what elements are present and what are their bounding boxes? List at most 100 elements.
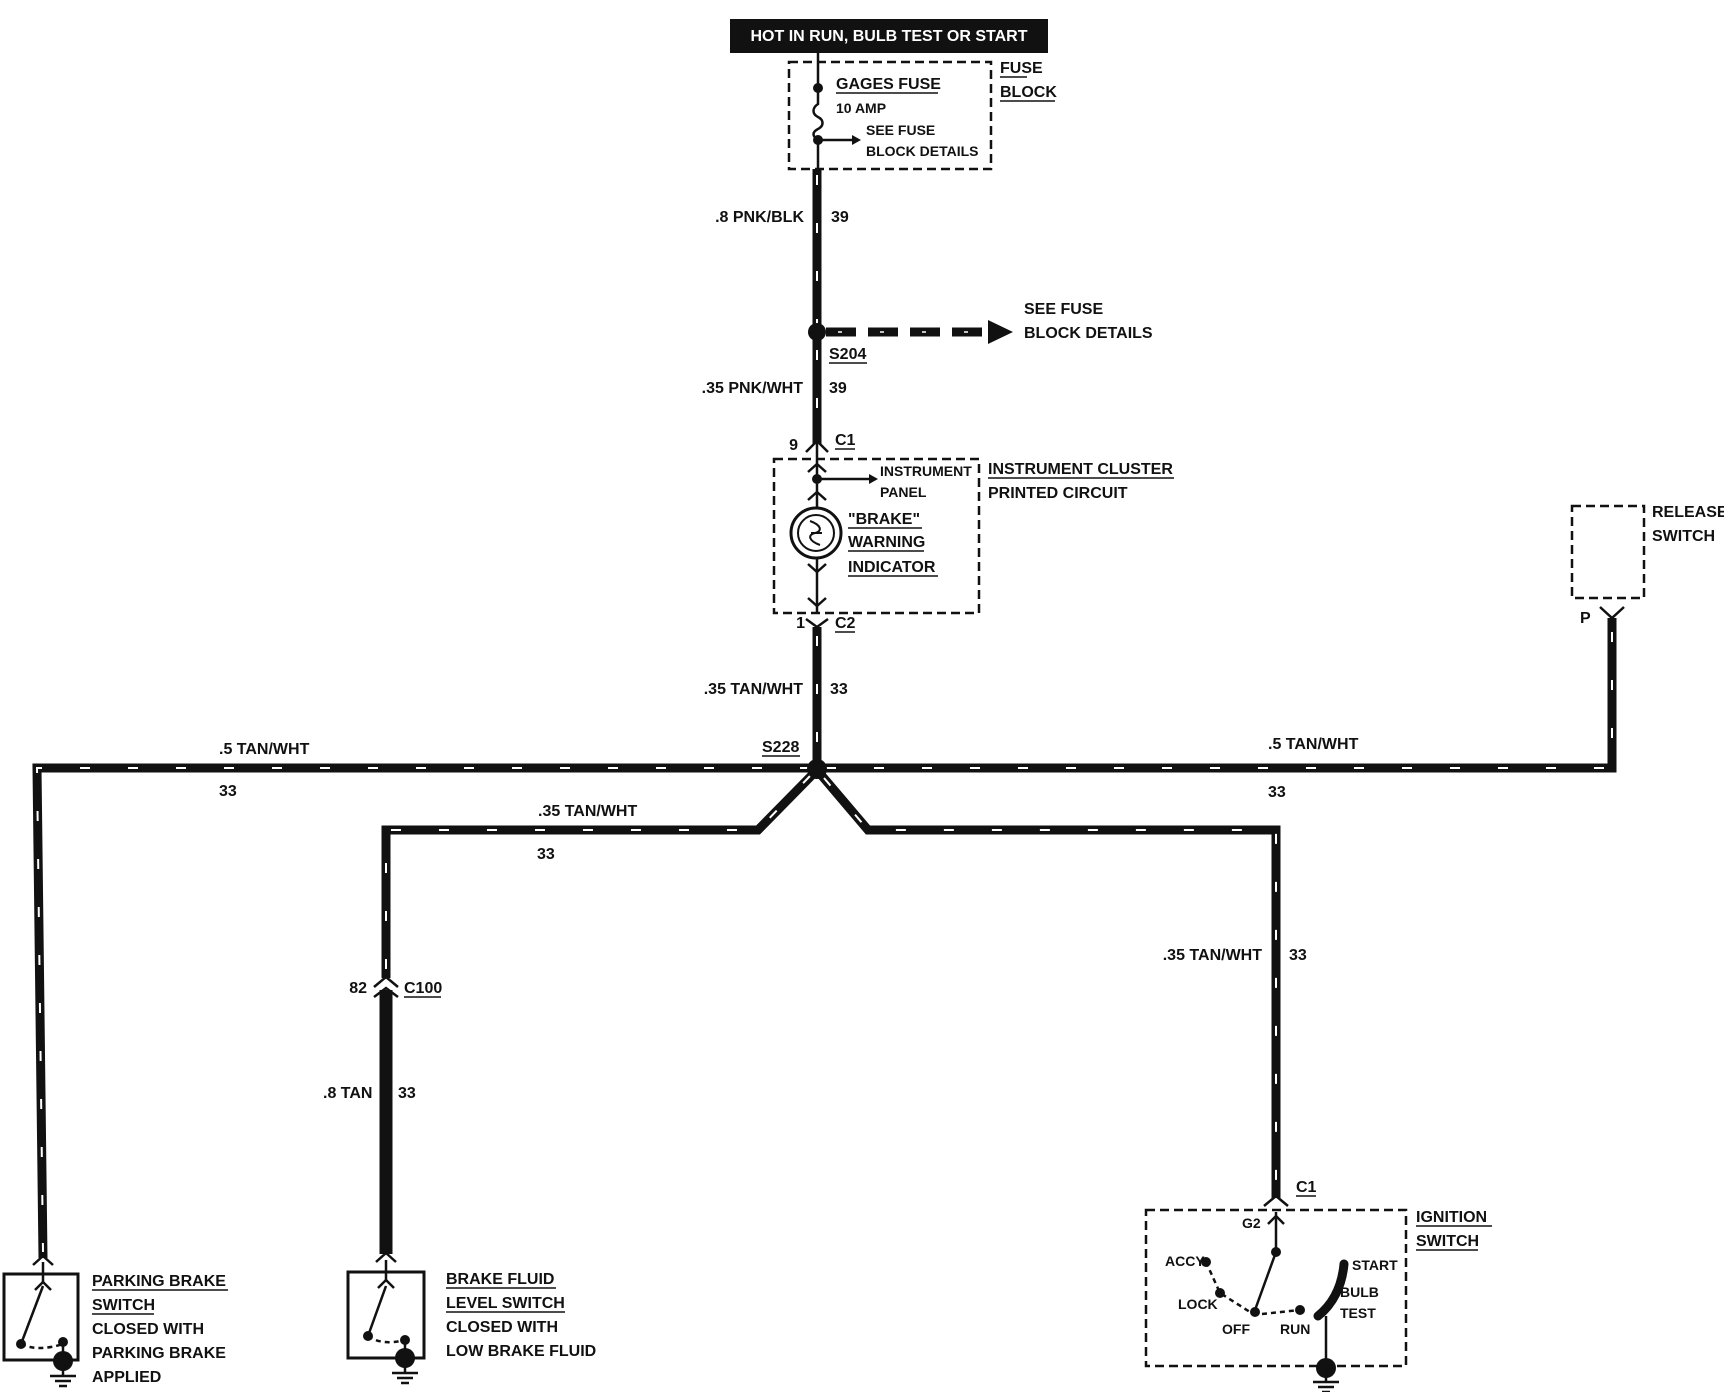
ignition-bulb-label: BULB bbox=[1340, 1284, 1379, 1300]
cluster-panel-arrowhead bbox=[869, 474, 878, 484]
wire-tan-solid-circuit: 33 bbox=[398, 1085, 416, 1102]
release-switch-box bbox=[1570, 504, 1646, 600]
release-switch-label-1: RELEASE bbox=[1652, 504, 1724, 521]
instrument-panel-label-1: INSTRUMENT bbox=[880, 463, 972, 479]
fuse-block-box bbox=[787, 60, 993, 171]
ignition-test-label: TEST bbox=[1340, 1305, 1376, 1321]
brake-indicator-label-1: "BRAKE" bbox=[848, 511, 920, 528]
cluster-inner-chevron-2 bbox=[807, 490, 827, 501]
c100-connector-symbol-top bbox=[373, 975, 399, 988]
c2-connector-symbol bbox=[805, 617, 829, 629]
ignition-switch-box bbox=[1144, 1208, 1408, 1368]
wire-tan-solid-gauge: .8 TAN bbox=[323, 1085, 372, 1102]
ignition-switch-blade bbox=[1253, 1251, 1278, 1311]
parking-connector-symbol bbox=[32, 1254, 54, 1266]
parking-brake-label-4: PARKING BRAKE bbox=[92, 1345, 226, 1362]
brake-fluid-label-2: LEVEL SWITCH bbox=[446, 1295, 565, 1312]
brake-fluid-switch-box bbox=[346, 1270, 426, 1360]
wire-mid-left-gauge: .35 TAN/WHT bbox=[538, 803, 637, 820]
wire-left-circuit: 33 bbox=[219, 783, 237, 800]
s204-detail-arrow bbox=[826, 320, 1013, 344]
splice-s228 bbox=[807, 759, 827, 779]
c100-pin-label: 82 bbox=[349, 980, 367, 997]
header-label: HOT IN RUN, BULB TEST OR START bbox=[750, 28, 1027, 45]
c2-pin-label: 1 bbox=[796, 615, 805, 632]
ignition-accy-lock-dash bbox=[1204, 1261, 1251, 1314]
ignition-off-run-dash bbox=[1261, 1308, 1301, 1316]
cluster-inner-chevron-4 bbox=[807, 597, 827, 608]
parking-brake-label-5: APPLIED bbox=[92, 1369, 161, 1386]
header-box bbox=[730, 19, 1048, 53]
ignition-common-dot bbox=[1250, 1307, 1260, 1317]
release-switch-label-2: SWITCH bbox=[1652, 528, 1715, 545]
wire-left-gauge: .5 TAN/WHT bbox=[219, 741, 310, 758]
brake-indicator-label-2: WARNING bbox=[848, 534, 925, 551]
ignition-start-label: START bbox=[1352, 1257, 1398, 1273]
ignition-start-contact bbox=[1313, 1259, 1349, 1321]
wire-right-release bbox=[817, 618, 1617, 773]
ignition-off-label: OFF bbox=[1222, 1321, 1250, 1337]
ignition-pin-label: G2 bbox=[1242, 1215, 1261, 1231]
c1-pin-label: 9 bbox=[789, 437, 798, 454]
fluid-switch-inner-chevron bbox=[377, 1278, 395, 1289]
instrument-panel-label-2: PANEL bbox=[880, 484, 927, 500]
parking-brake-label-1: PARKING BRAKE bbox=[92, 1273, 226, 1290]
brake-fluid-label-4: LOW BRAKE FLUID bbox=[446, 1343, 596, 1360]
c1-connector-label: C1 bbox=[835, 432, 856, 449]
wire-pnk-wht-gauge: .35 PNK/WHT bbox=[702, 380, 804, 397]
ignition-connector-symbol bbox=[1263, 1194, 1289, 1207]
cluster-inner-chevron-1 bbox=[807, 462, 827, 473]
s228-label: S228 bbox=[762, 739, 799, 756]
wire-ignition-circuit: 33 bbox=[1289, 947, 1307, 964]
fluid-switch-actuator bbox=[367, 1334, 406, 1344]
brake-warning-bulb-icon bbox=[789, 506, 843, 560]
release-pin-label: P bbox=[1580, 610, 1591, 627]
parking-switch-inner-chevron bbox=[34, 1280, 52, 1291]
parking-brake-label-2: SWITCH bbox=[92, 1297, 155, 1314]
ignition-title-2: SWITCH bbox=[1416, 1233, 1479, 1250]
wire-c2-s228-gauge: .35 TAN/WHT bbox=[704, 681, 803, 698]
fuse-block-label-2: BLOCK bbox=[1000, 84, 1057, 101]
brake-fluid-label-1: BRAKE FLUID bbox=[446, 1271, 554, 1288]
wire-mid-left-fluid bbox=[381, 766, 821, 978]
fluid-connector-symbol bbox=[375, 1251, 397, 1263]
wire-c2-s228-circuit: 33 bbox=[830, 681, 848, 698]
gages-fuse-label: GAGES FUSE bbox=[836, 76, 941, 93]
fuse-block-label-1: FUSE bbox=[1000, 60, 1043, 77]
ignition-lock-label: LOCK bbox=[1178, 1296, 1218, 1312]
wire-right-ignition bbox=[813, 767, 1281, 1198]
fuse-detail-arrowhead bbox=[852, 135, 861, 145]
s204-see-label-1: SEE FUSE bbox=[1024, 301, 1103, 318]
wire-mid-left-circuit: 33 bbox=[537, 846, 555, 863]
wire-pnk-wht-circuit: 39 bbox=[829, 380, 847, 397]
ignition-c1-label: C1 bbox=[1296, 1179, 1317, 1196]
parking-switch-blade bbox=[19, 1285, 45, 1345]
ignition-run-label: RUN bbox=[1280, 1321, 1310, 1337]
parking-brake-ground-icon bbox=[48, 1360, 78, 1388]
wire-right-circuit: 33 bbox=[1268, 784, 1286, 801]
wire-left-parking bbox=[32, 763, 817, 1259]
release-connector-symbol bbox=[1599, 606, 1625, 620]
wire-pnk-blk-circuit: 39 bbox=[831, 209, 849, 226]
cluster-title-1: INSTRUMENT CLUSTER bbox=[988, 461, 1173, 478]
parking-brake-label-3: CLOSED WITH bbox=[92, 1321, 204, 1338]
c100-label: C100 bbox=[404, 980, 442, 997]
s204-see-label-2: BLOCK DETAILS bbox=[1024, 325, 1153, 342]
fluid-switch-blade bbox=[366, 1285, 388, 1337]
s204-label: S204 bbox=[829, 346, 866, 363]
parking-brake-switch-box bbox=[2, 1272, 80, 1362]
brake-fluid-label-3: CLOSED WITH bbox=[446, 1319, 558, 1336]
fuse-see-label-1: SEE FUSE bbox=[866, 122, 935, 138]
cluster-title-2: PRINTED CIRCUIT bbox=[988, 485, 1128, 502]
fuse-rating-label: 10 AMP bbox=[836, 100, 886, 116]
parking-switch-ground-node bbox=[53, 1351, 73, 1371]
wire-right-gauge: .5 TAN/WHT bbox=[1268, 736, 1359, 753]
wire-pnk-blk-gauge: .8 PNK/BLK bbox=[715, 209, 804, 226]
fluid-switch-ground-node bbox=[395, 1348, 415, 1368]
gages-fuse-symbol bbox=[812, 88, 824, 169]
ignition-title-1: IGNITION bbox=[1416, 1209, 1487, 1226]
brake-fluid-ground-icon bbox=[390, 1357, 420, 1385]
c2-connector-label: C2 bbox=[835, 615, 856, 632]
parking-switch-actuator bbox=[20, 1342, 64, 1350]
